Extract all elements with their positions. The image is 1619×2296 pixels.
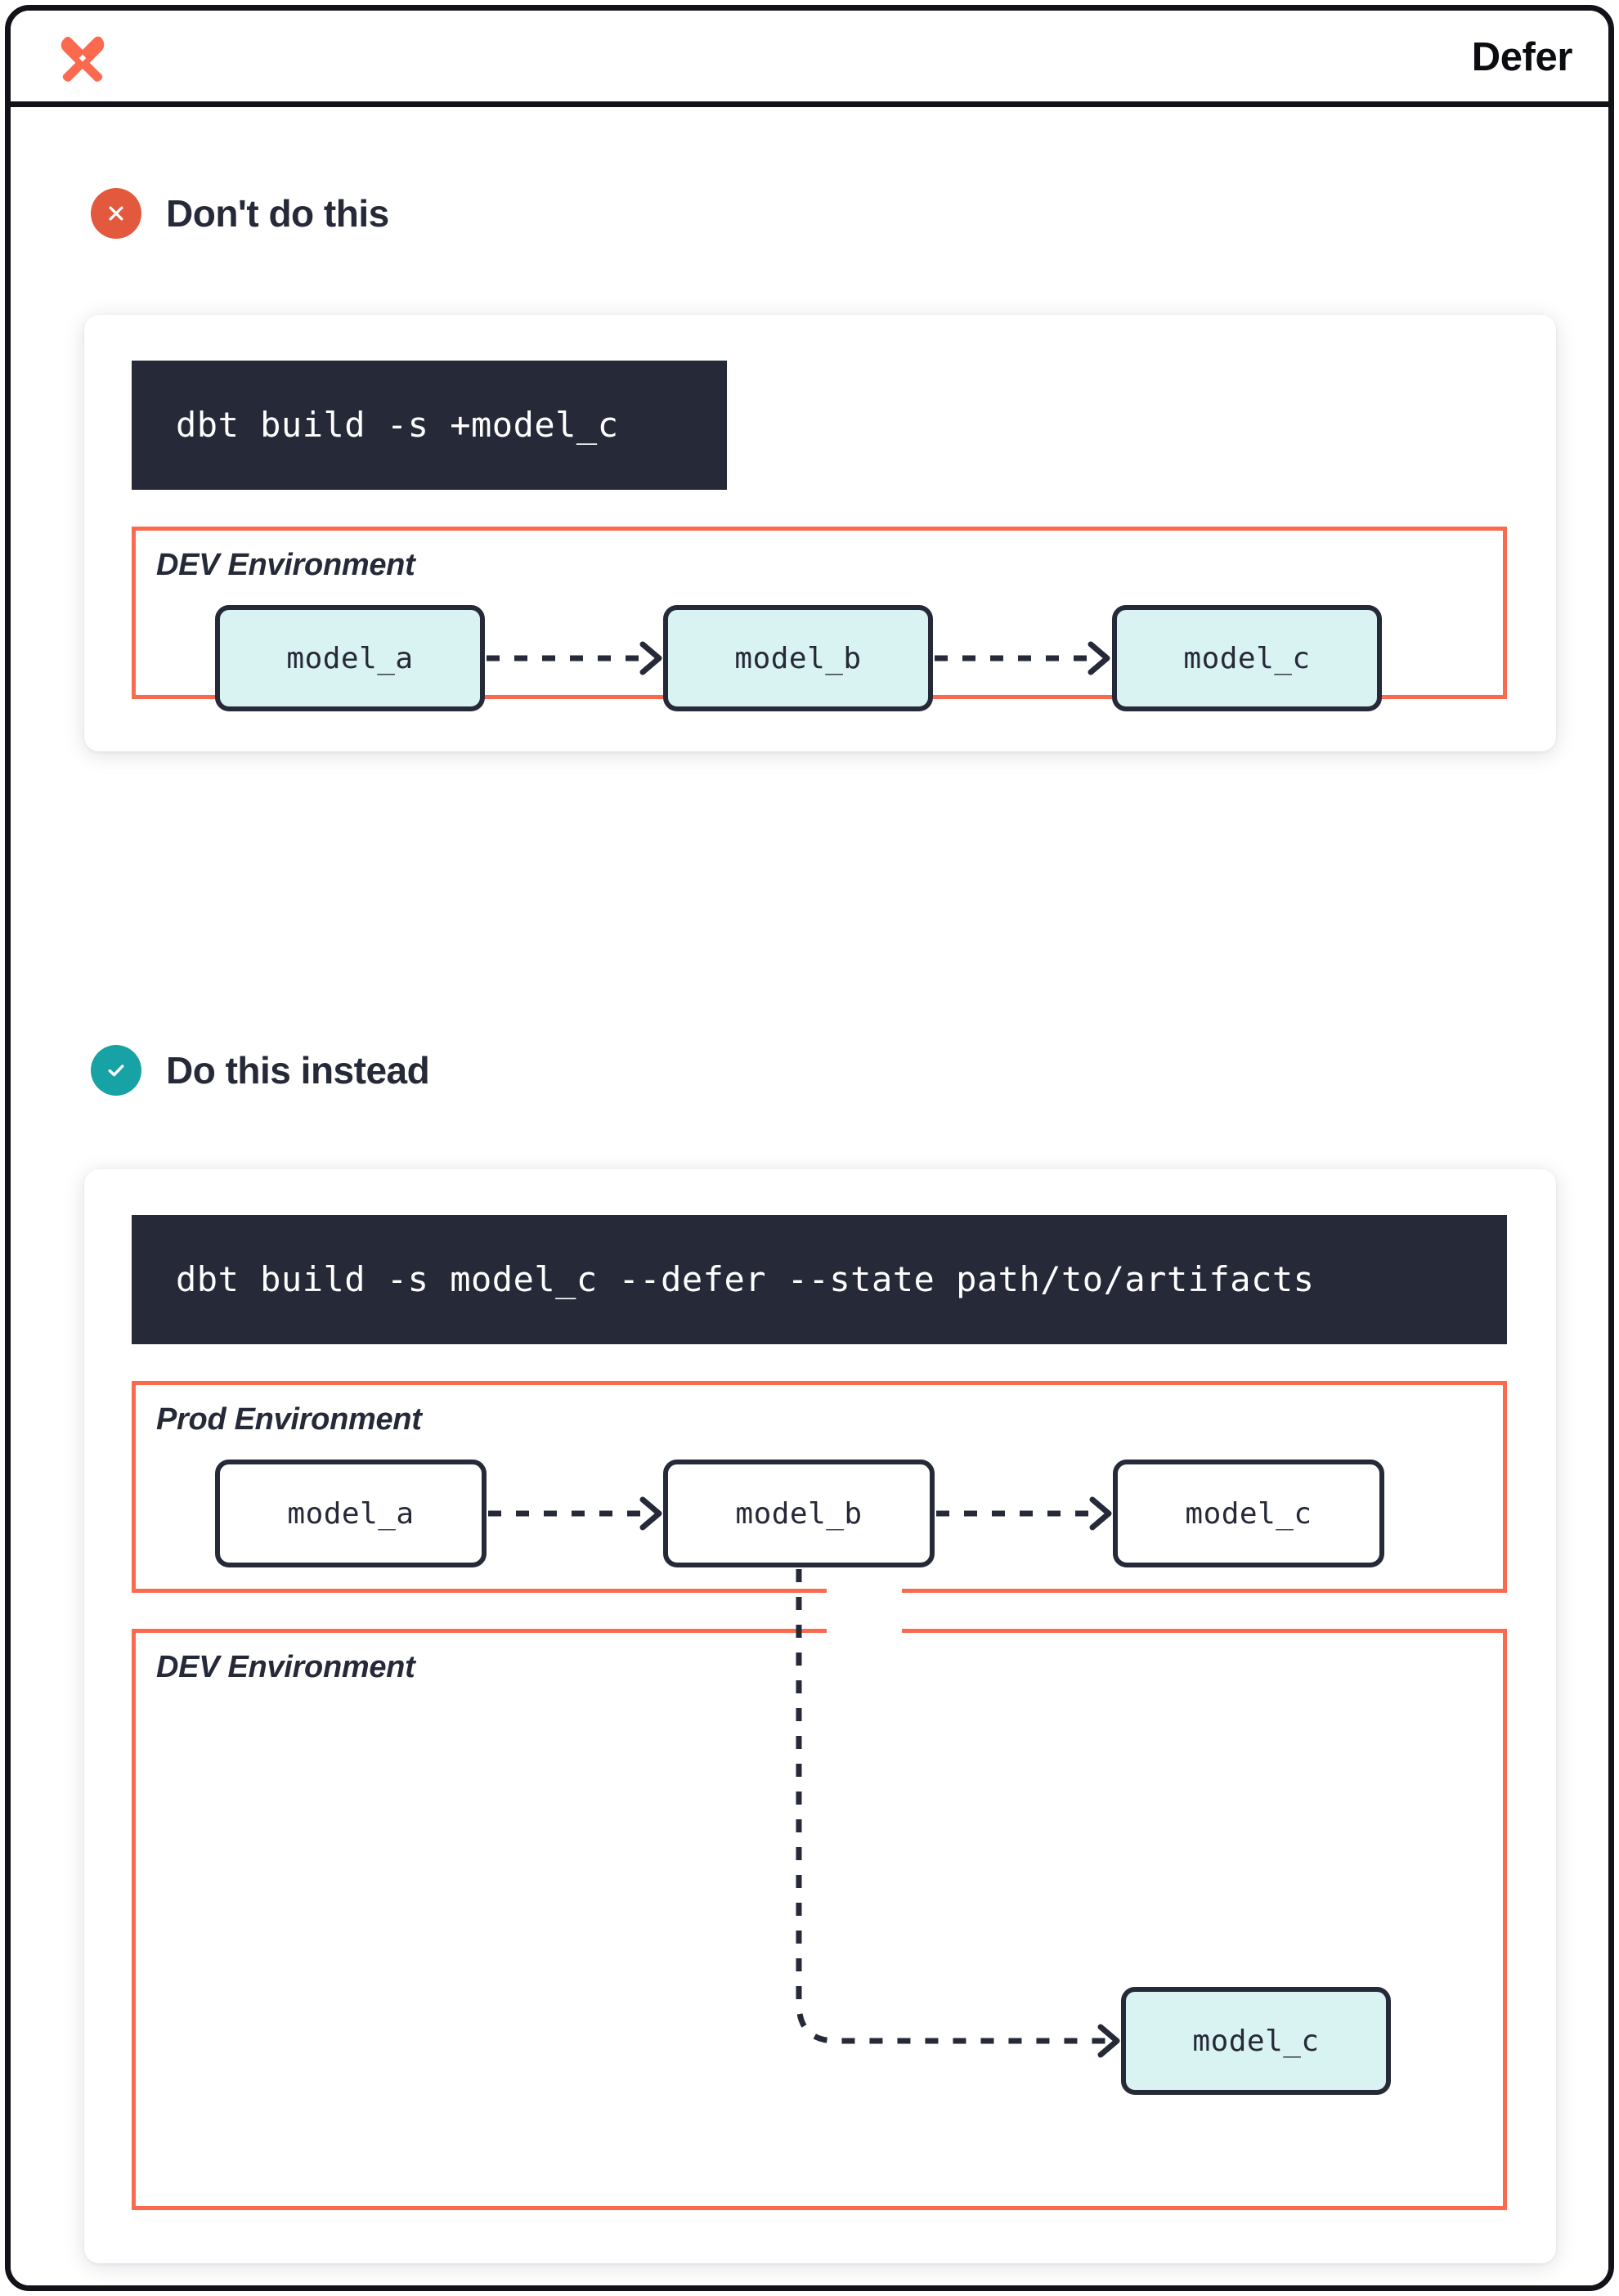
app-header: Defer <box>11 11 1608 107</box>
x-circle-icon <box>91 188 141 239</box>
device-frame: Defer Don't do this dbt build -s +model_… <box>5 5 1614 2291</box>
env-box-prod <box>132 1381 1507 1590</box>
code-block-do: dbt build -s model_c --defer --state pat… <box>132 1215 1507 1344</box>
section-header-do: Do this instead <box>91 1045 430 1096</box>
node-model-b-dev-dont[interactable]: model_b <box>663 605 933 711</box>
env-label-dev-dont: DEV Environment <box>156 548 415 582</box>
env-label-dev-do: DEV Environment <box>156 1650 415 1684</box>
env-box-dev-do <box>132 1629 1507 2210</box>
node-model-c-dev-do[interactable]: model_c <box>1121 1987 1391 2095</box>
page-canvas: Don't do this dbt build -s +model_c DEV … <box>11 113 1608 2285</box>
page-title: Defer <box>1471 35 1573 79</box>
node-model-a-prod[interactable]: model_a <box>215 1460 487 1567</box>
card-dont: dbt build -s +model_c DEV Environment mo… <box>84 315 1556 751</box>
node-model-a-dev-dont[interactable]: model_a <box>215 605 485 711</box>
node-model-c-dev-dont[interactable]: model_c <box>1112 605 1382 711</box>
env-box-dev-do-top-right <box>902 1629 1507 1633</box>
section-title-dont: Don't do this <box>166 192 389 235</box>
section-title-do: Do this instead <box>166 1049 430 1092</box>
check-circle-icon <box>91 1045 141 1096</box>
env-box-prod-bottom-right <box>902 1589 1507 1593</box>
env-label-prod: Prod Environment <box>156 1402 422 1437</box>
dbt-logo-icon <box>53 29 112 87</box>
env-box-dev-do-top-left <box>132 1629 827 1633</box>
card-do: dbt build -s model_c --defer --state pat… <box>84 1169 1556 2263</box>
section-header-dont: Don't do this <box>91 188 389 239</box>
code-block-dont: dbt build -s +model_c <box>132 361 727 490</box>
node-model-c-prod[interactable]: model_c <box>1113 1460 1384 1567</box>
node-model-b-prod[interactable]: model_b <box>663 1460 935 1567</box>
env-box-prod-bottom-left <box>132 1589 827 1593</box>
